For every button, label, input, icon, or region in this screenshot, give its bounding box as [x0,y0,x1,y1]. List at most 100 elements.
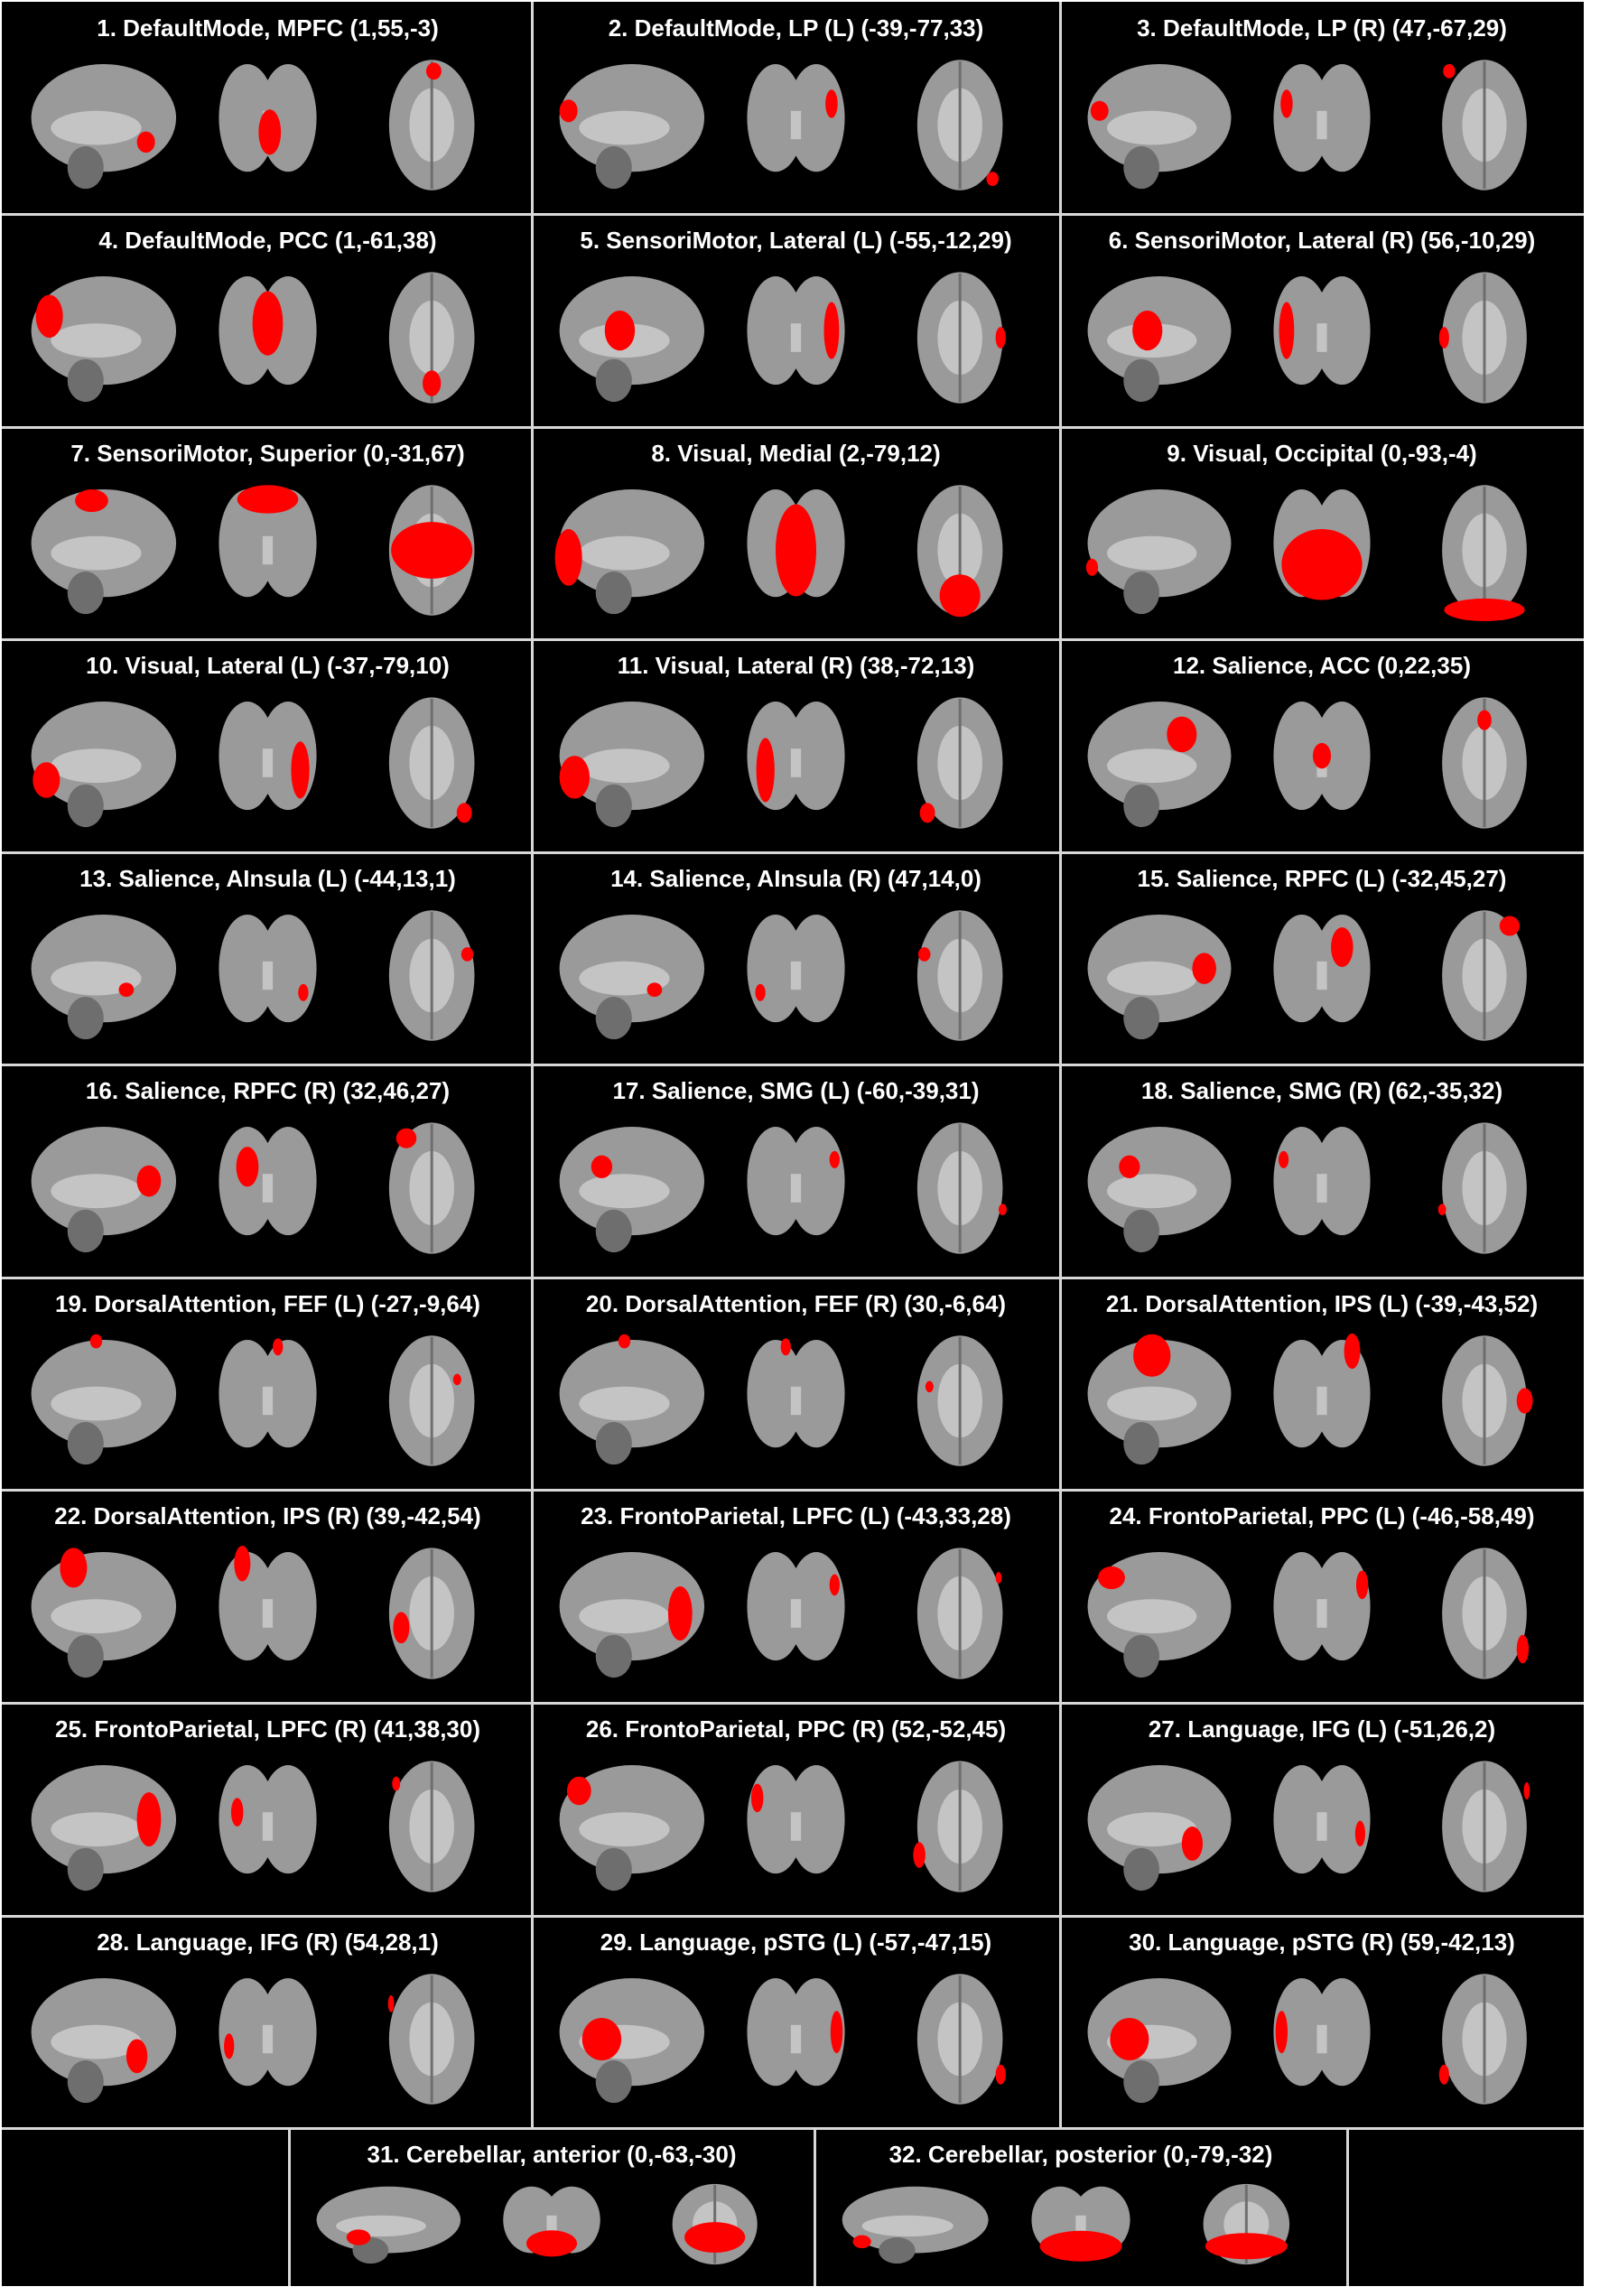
coronal-midline [262,1599,274,1628]
coronal-right-hemisphere [1314,1127,1371,1236]
activation-region [33,762,60,798]
coronal-brain-view [219,702,317,811]
activation-region [1132,310,1163,351]
sagittal-brainstem [67,997,104,1040]
sagittal-white-matter [51,110,142,145]
coronal-right-hemisphere [259,1765,317,1874]
brain-views [1087,1122,1527,1254]
activation-region [392,1776,401,1791]
network-panel: 11. Visual, Lateral (R) (38,-72,13) [532,639,1060,852]
panel-title: 9. Visual, Occipital (0,-93,-4) [1167,440,1477,467]
sagittal-white-matter [579,1812,670,1847]
coronal-left-hemisphere [1273,1765,1330,1874]
network-panel: 1. DefaultMode, MPFC (1,55,-3) [4,2,532,214]
panel-title: 11. Visual, Lateral (R) (38,-72,13) [617,652,975,679]
coronal-midline [262,1174,274,1203]
coronal-right-hemisphere [1314,63,1371,172]
axial-brain-view [1437,1122,1527,1254]
brain-views [31,697,475,829]
sagittal-brainstem [67,572,104,615]
axial-brain-view [1442,485,1527,621]
panel-title: 22. DorsalAttention, IPS (R) (39,-42,54) [54,1502,481,1529]
sagittal-brain-view [31,488,177,615]
coronal-brain-view [1273,1333,1371,1448]
sagittal-brain-view [1087,276,1232,403]
coronal-brain-view [747,1765,845,1874]
coronal-left-hemisphere [219,488,276,598]
activation-region [1354,1820,1365,1847]
activation-region [647,982,663,998]
sagittal-brainstem [1123,572,1159,615]
brain-views [1087,697,1527,829]
sagittal-white-matter [51,1599,142,1634]
axial-brain-view [1442,1548,1530,1679]
coronal-midline [790,1386,802,1416]
coronal-brain-view [219,1127,317,1236]
sagittal-white-matter [51,2024,142,2059]
coronal-left-hemisphere [747,1552,805,1661]
network-panel: 28. Language, IFG (R) (54,28,1) [4,1916,532,2128]
sagittal-brain-view [559,1127,705,1253]
axial-brain-view [388,272,475,404]
sagittal-brainstem [595,358,632,403]
sagittal-white-matter [861,2215,953,2237]
sagittal-brain-view [1087,702,1232,828]
coronal-brain-view [1273,1552,1371,1661]
sagittal-brain-view [559,914,705,1040]
axial-brain-view [916,697,1003,829]
panel-title: 10. Visual, Lateral (L) (-37,-79,10) [86,652,450,679]
brain-views [559,1548,1003,1679]
sagittal-brain-view [559,1552,705,1678]
coronal-midline [790,748,802,777]
sagittal-brainstem [1123,997,1159,1040]
activation-region [136,131,155,153]
coronal-brain-view [747,63,845,172]
sagittal-brain-view [1087,1334,1232,1465]
activation-region [1110,2017,1149,2061]
sagittal-white-matter [51,961,142,996]
sagittal-white-matter [579,961,670,996]
activation-region [395,1128,417,1148]
network-panel: 13. Salience, AInsula (L) (-44,13,1) [4,852,532,1064]
sagittal-white-matter [1107,110,1197,145]
coronal-right-hemisphere [1314,1339,1371,1448]
row-separator [2,638,1584,641]
coronal-midline [790,1812,802,1841]
brain-views [1087,1548,1530,1679]
coronal-right-hemisphere [259,488,317,598]
coronal-brain-view [219,276,317,386]
coronal-left-hemisphere [747,1127,805,1236]
sagittal-brainstem [1123,1209,1159,1253]
activation-region [230,1798,244,1827]
panel-title: 1. DefaultMode, MPFC (1,55,-3) [97,14,439,42]
coronal-brain-view [1273,1977,1371,2087]
activation-region [925,1380,934,1393]
panel-title: 4. DefaultMode, PCC (1,-61,38) [98,227,437,254]
axial-brain-view [916,272,1006,404]
activation-region [780,1338,791,1356]
sagittal-brainstem [879,2237,916,2264]
activation-region [234,1545,251,1582]
column-separator [531,2,534,2128]
brain-views [1087,1974,1527,2105]
activation-region [236,1147,259,1187]
coronal-midline [262,535,274,565]
activation-region [829,1150,840,1168]
panel-title: 16. Salience, RPFC (R) (32,46,27) [85,1077,451,1104]
sagittal-white-matter [1107,1599,1197,1634]
activation-region [1205,2233,1288,2260]
coronal-midline [1316,110,1327,140]
activation-region [1438,2064,1449,2085]
axial-brain-view [916,485,1003,618]
panel-title: 30. Language, pSTG (R) (59,-42,13) [1129,1929,1515,1956]
activation-region [387,1994,395,2012]
coronal-left-hemisphere [1273,914,1330,1023]
sagittal-brain-view [559,702,705,828]
sagittal-brainstem [67,358,104,403]
brain-views [559,697,1003,829]
activation-region [559,99,578,123]
activation-region [258,109,282,155]
sagittal-white-matter [51,748,142,784]
sagittal-white-matter [1107,961,1197,996]
activation-region [425,62,442,80]
